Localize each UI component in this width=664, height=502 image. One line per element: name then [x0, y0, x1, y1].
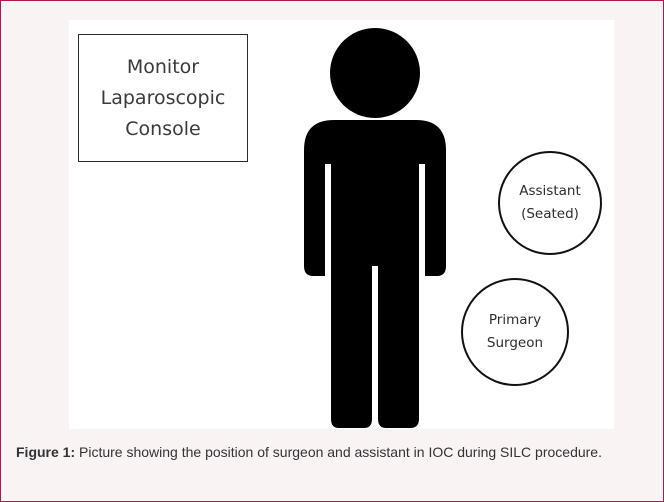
monitor-label-line2: Laparoscopic — [100, 86, 226, 109]
monitor-console-box: Monitor Laparoscopic Console — [78, 34, 248, 162]
assistant-circle: Assistant (Seated) — [498, 151, 602, 255]
assistant-label-line2: (Seated) — [521, 206, 579, 222]
person-head — [330, 28, 420, 118]
surgeon-label-line1: Primary — [488, 312, 542, 328]
person-body — [304, 120, 446, 428]
monitor-label-line3: Console — [125, 117, 201, 140]
caption-label: Figure 1: — [16, 444, 76, 460]
diagram-panel: Monitor Laparoscopic Console Assistant (… — [69, 20, 614, 429]
primary-surgeon-circle: Primary Surgeon — [461, 278, 569, 386]
assistant-label-line1: Assistant — [519, 183, 581, 199]
caption-text: Picture showing the position of surgeon … — [75, 444, 602, 460]
person-figure-icon — [304, 28, 446, 428]
surgeon-label-line2: Surgeon — [486, 335, 544, 351]
monitor-label-line1: Monitor — [126, 55, 200, 78]
figure-caption: Figure 1: Picture showing the position o… — [16, 442, 656, 462]
